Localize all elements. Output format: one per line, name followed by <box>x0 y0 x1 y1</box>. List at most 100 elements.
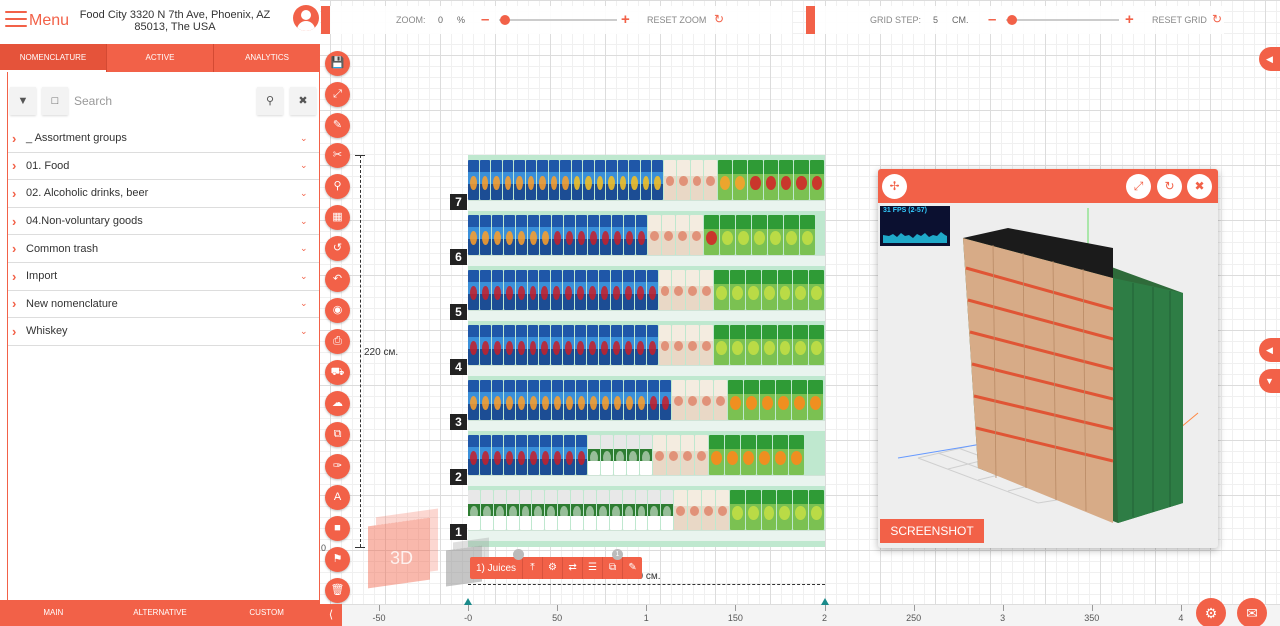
product-facing[interactable] <box>745 490 761 530</box>
product-facing[interactable] <box>648 215 661 255</box>
tag-icon[interactable]: ⚑ <box>325 547 350 572</box>
product-facing[interactable] <box>525 160 537 200</box>
product-facing[interactable] <box>519 490 532 530</box>
product-facing[interactable] <box>661 490 674 530</box>
settings-icon[interactable]: ⚙ <box>1196 598 1226 626</box>
product-facing[interactable] <box>720 215 735 255</box>
product-facing[interactable] <box>575 270 587 310</box>
product-facing[interactable] <box>504 435 515 475</box>
product-facing[interactable] <box>761 270 777 310</box>
product-facing[interactable] <box>686 380 699 420</box>
reset-grid-button[interactable]: RESET GRID <box>1152 15 1207 25</box>
product-facing[interactable] <box>527 270 539 310</box>
product-facing[interactable] <box>506 490 519 530</box>
product-facing[interactable] <box>492 435 503 475</box>
product-facing[interactable] <box>612 215 623 255</box>
product-facing[interactable] <box>741 435 756 475</box>
zoom-in-button[interactable]: + <box>621 11 630 28</box>
product-facing[interactable] <box>729 270 745 310</box>
product-facing[interactable] <box>752 215 767 255</box>
tab-active[interactable]: ACTIVE <box>107 44 214 72</box>
product-facing[interactable] <box>667 435 680 475</box>
product-facing[interactable] <box>576 435 587 475</box>
product-facing[interactable] <box>468 380 479 420</box>
product-facing[interactable] <box>514 160 525 200</box>
product-facing[interactable] <box>662 215 675 255</box>
excel-icon[interactable]: ▦ <box>325 205 350 230</box>
product-facing[interactable] <box>503 270 515 310</box>
product-facing[interactable] <box>540 435 551 475</box>
product-facing[interactable] <box>729 490 745 530</box>
product-facing[interactable] <box>773 435 788 475</box>
product-facing[interactable] <box>717 160 732 200</box>
product-facing[interactable] <box>714 380 727 420</box>
product-facing[interactable] <box>527 325 539 365</box>
expand-icon[interactable]: ⌄ <box>300 187 308 198</box>
product-facing[interactable] <box>601 435 613 475</box>
tree-item[interactable]: ›_ Assortment groups⌄ <box>8 125 319 153</box>
product-facing[interactable] <box>468 160 479 200</box>
product-facing[interactable] <box>576 380 587 420</box>
expand-icon[interactable]: ⌄ <box>300 270 308 281</box>
square-icon[interactable]: ■ <box>325 516 350 541</box>
product-facing[interactable] <box>548 160 560 200</box>
trash-icon[interactable]: 🗑 <box>325 578 350 603</box>
visibility-icon[interactable]: ◉ <box>325 298 350 323</box>
product-facing[interactable] <box>504 380 515 420</box>
product-facing[interactable] <box>552 215 563 255</box>
product-facing[interactable] <box>540 380 551 420</box>
product-facing[interactable] <box>551 270 563 310</box>
tab-custom[interactable]: CUSTOM <box>249 608 284 617</box>
product-facing[interactable] <box>606 160 617 200</box>
product-facing[interactable] <box>646 270 658 310</box>
history-icon[interactable]: ↺ <box>325 236 350 261</box>
product-facing[interactable] <box>491 160 502 200</box>
grid-slider-track[interactable] <box>1006 19 1119 21</box>
mail-icon[interactable]: ✉ <box>1237 598 1267 626</box>
upload-icon[interactable]: ⤒ <box>522 557 542 579</box>
product-facing[interactable] <box>575 325 587 365</box>
product-facing[interactable] <box>594 160 606 200</box>
edit-icon[interactable]: ✎ <box>325 113 350 138</box>
product-facing[interactable] <box>778 160 794 200</box>
product-facing[interactable] <box>468 435 479 475</box>
product-facing[interactable] <box>784 215 799 255</box>
product-facing[interactable] <box>617 160 629 200</box>
product-facing[interactable] <box>622 270 634 310</box>
selected-group-label[interactable]: 1) Juices <box>476 562 517 574</box>
product-facing[interactable] <box>468 325 479 365</box>
expand-icon[interactable]: ⌄ <box>300 325 308 336</box>
product-facing[interactable] <box>800 215 815 255</box>
product-facing[interactable] <box>468 490 480 530</box>
product-facing[interactable] <box>794 160 809 200</box>
product-facing[interactable] <box>614 435 626 475</box>
product-facing[interactable] <box>672 325 686 365</box>
product-facing[interactable] <box>789 435 804 475</box>
collapse-left-icon[interactable]: ⟨ <box>320 604 342 626</box>
product-facing[interactable] <box>660 380 671 420</box>
product-facing[interactable] <box>686 270 700 310</box>
tree-item[interactable]: ›Common trash⌄ <box>8 235 319 263</box>
product-facing[interactable] <box>776 380 791 420</box>
product-facing[interactable] <box>635 490 648 530</box>
product-facing[interactable] <box>725 435 740 475</box>
product-facing[interactable] <box>777 270 793 310</box>
product-facing[interactable] <box>736 215 751 255</box>
product-facing[interactable] <box>809 325 825 365</box>
cart-icon[interactable]: ⛟ <box>325 360 350 385</box>
text-icon[interactable]: A <box>325 485 350 510</box>
product-facing[interactable] <box>515 270 527 310</box>
product-facing[interactable] <box>571 160 583 200</box>
move-icon[interactable]: ✢ <box>882 174 907 199</box>
refresh-icon[interactable]: ↻ <box>1157 174 1182 199</box>
product-facing[interactable] <box>760 380 775 420</box>
shelf-row[interactable] <box>468 212 825 255</box>
product-facing[interactable] <box>624 380 635 420</box>
product-facing[interactable] <box>598 325 610 365</box>
product-facing[interactable] <box>480 380 491 420</box>
product-facing[interactable] <box>528 435 539 475</box>
product-facing[interactable] <box>690 160 704 200</box>
product-facing[interactable] <box>648 490 661 530</box>
product-facing[interactable] <box>491 325 503 365</box>
tree-item[interactable]: ›New nomenclature⌄ <box>8 291 319 319</box>
